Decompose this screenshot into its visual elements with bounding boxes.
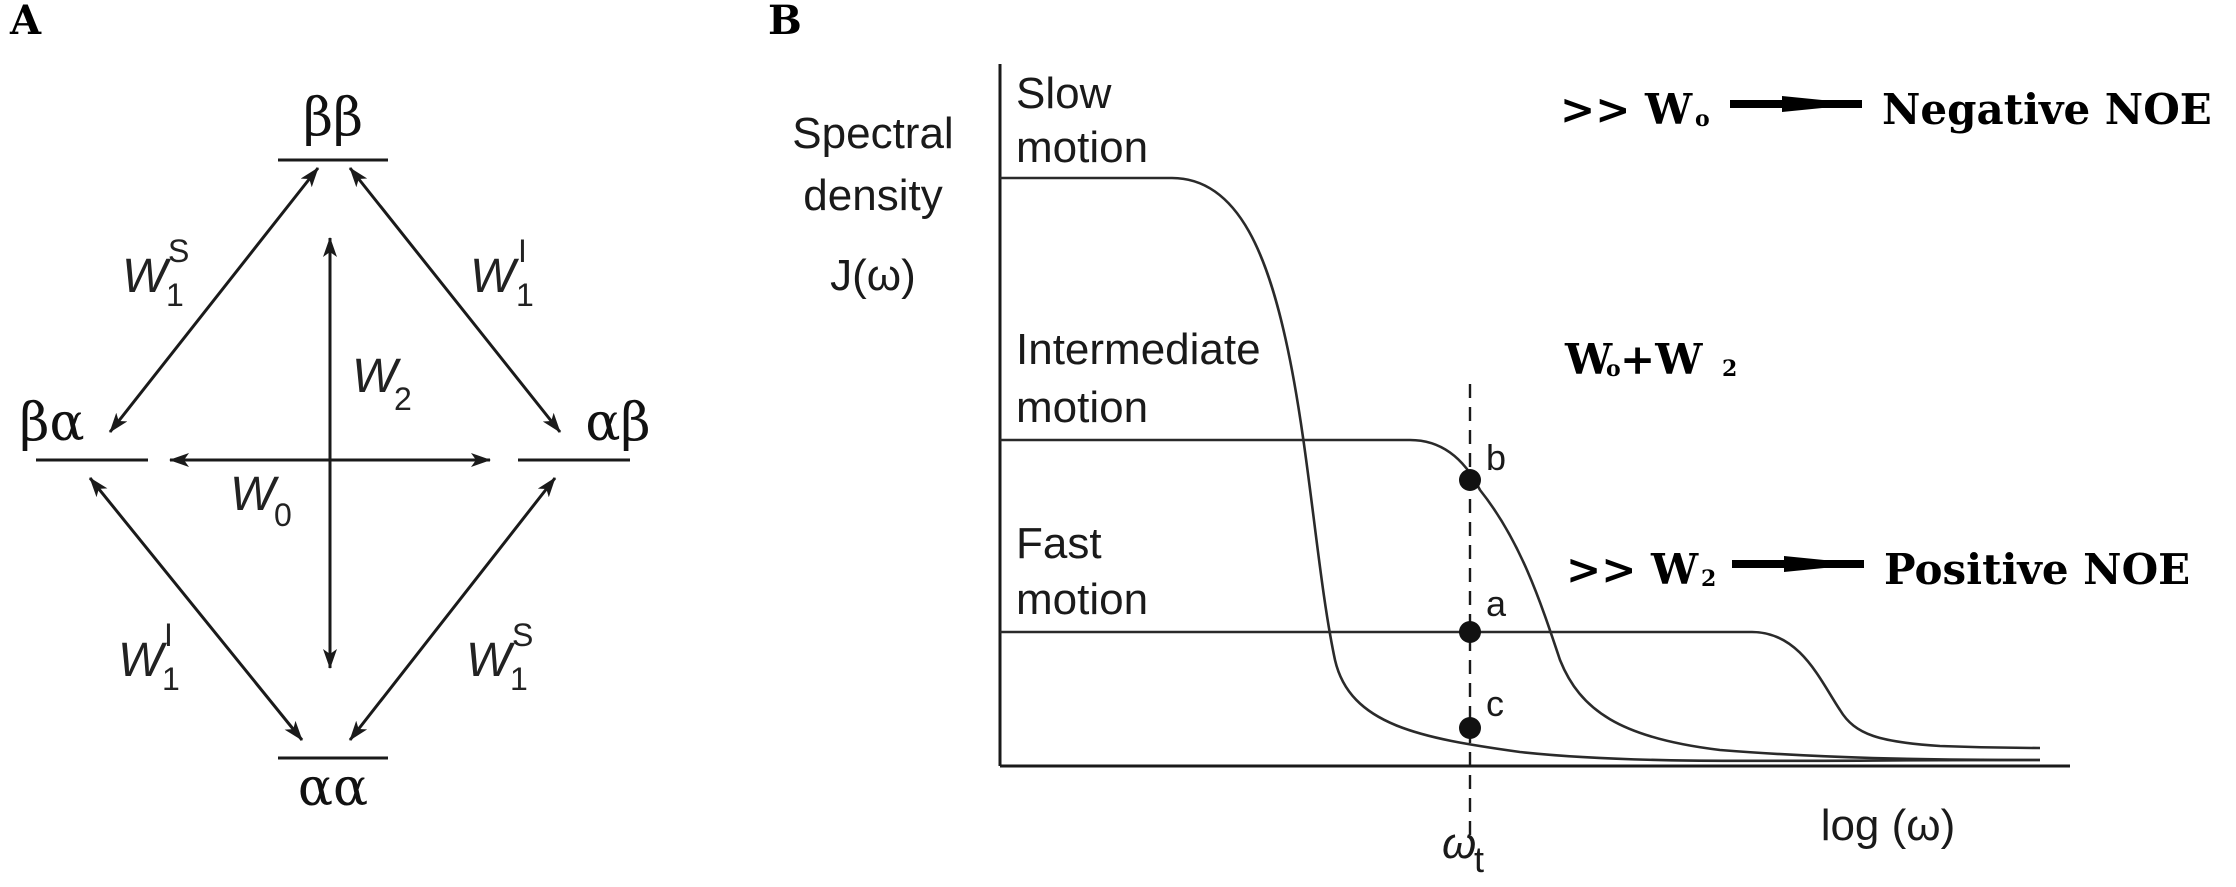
rate-w1i-upper: W I 1: [470, 233, 534, 313]
point-a-label: a: [1486, 583, 1507, 624]
slow-motion-curve: [1000, 176, 2041, 763]
y-axis-label-line-1: Spectral: [792, 109, 953, 158]
state-ba-label: βα: [19, 393, 84, 453]
svg-text:>> W: >> W: [1560, 85, 1693, 134]
svg-text:I: I: [518, 233, 527, 269]
svg-text:0: 0: [274, 497, 292, 533]
slow-motion-label-line-2: motion: [1016, 123, 1148, 172]
svg-text:W: W: [470, 250, 520, 303]
point-a-dot: [1459, 621, 1481, 643]
w1i-upper-arrow: [348, 167, 562, 433]
svg-text:+W: +W: [1620, 335, 1703, 384]
rate-w1i-lower: W I 1: [118, 617, 180, 697]
svg-text:2: 2: [394, 381, 412, 417]
positive-noe-annotation: >> W 2 Positive NOE: [1566, 545, 2190, 594]
svg-text:W: W: [122, 250, 172, 303]
svg-text:I: I: [164, 617, 173, 653]
omega-t-label: ω t: [1442, 819, 1484, 880]
state-aa-label: αα: [298, 758, 368, 818]
panel-b-letter: B: [768, 0, 802, 44]
svg-text:W: W: [230, 468, 280, 521]
svg-text:t: t: [1474, 839, 1484, 880]
svg-text:1: 1: [516, 277, 534, 313]
slow-motion-label-line-1: Slow: [1016, 69, 1112, 118]
svg-text:W: W: [352, 350, 402, 403]
svg-text:W: W: [466, 634, 516, 687]
negative-noe-annotation: >> W o Negative NOE: [1560, 85, 2212, 134]
rate-w0: W 0: [230, 468, 292, 533]
svg-text:S: S: [168, 233, 189, 269]
svg-text:ω: ω: [1442, 819, 1476, 868]
panel-a-letter: A: [9, 0, 42, 44]
rate-w2: W 2: [352, 350, 412, 417]
svg-text:1: 1: [166, 277, 184, 313]
y-axis-label-line-3: J(ω): [830, 251, 916, 300]
svg-text:1: 1: [510, 661, 528, 697]
svg-text:o: o: [1606, 356, 1621, 382]
svg-text:o: o: [1695, 106, 1710, 132]
panel-a: A ββ βα αβ αα W S 1 W I 1 W 2: [9, 0, 651, 818]
panel-b: B Spectral density J(ω) Slow motion Inte…: [768, 0, 2212, 880]
fast-motion-curve: [1000, 630, 2041, 750]
state-ab-label: αβ: [585, 393, 650, 453]
x-axis-label: log (ω): [1821, 801, 1956, 850]
intermediate-motion-label-line-1: Intermediate: [1016, 325, 1261, 374]
state-bb-label: ββ: [303, 88, 363, 148]
w1s-lower-arrow: [348, 477, 557, 741]
svg-text:W: W: [118, 634, 168, 687]
svg-text:1: 1: [162, 661, 180, 697]
fast-motion-label-line-2: motion: [1016, 575, 1148, 624]
svg-text:>> W: >> W: [1566, 545, 1699, 594]
w0-plus-w2-annotation: W o +W 2: [1564, 335, 1737, 384]
intermediate-motion-label-line-2: motion: [1016, 383, 1148, 432]
svg-text:Negative NOE: Negative NOE: [1882, 85, 2212, 134]
w1s-upper-arrow: [108, 167, 320, 433]
point-b-label: b: [1486, 437, 1506, 478]
svg-text:S: S: [512, 617, 533, 653]
point-c-dot: [1459, 717, 1481, 739]
fast-motion-label-line-1: Fast: [1016, 519, 1102, 568]
point-c-label: c: [1486, 683, 1504, 724]
svg-text:W: W: [1564, 335, 1613, 384]
svg-text:2: 2: [1701, 566, 1716, 592]
point-b-dot: [1459, 469, 1481, 491]
y-axis-label-line-2: density: [803, 171, 942, 220]
rate-w1s-upper: W S 1: [122, 233, 189, 313]
svg-text:2: 2: [1722, 356, 1737, 382]
intermediate-motion-curve: [1000, 438, 2041, 762]
rate-w1s-lower: W S 1: [466, 617, 533, 697]
w1i-lower-arrow: [88, 477, 304, 741]
svg-text:Positive NOE: Positive NOE: [1884, 545, 2190, 594]
